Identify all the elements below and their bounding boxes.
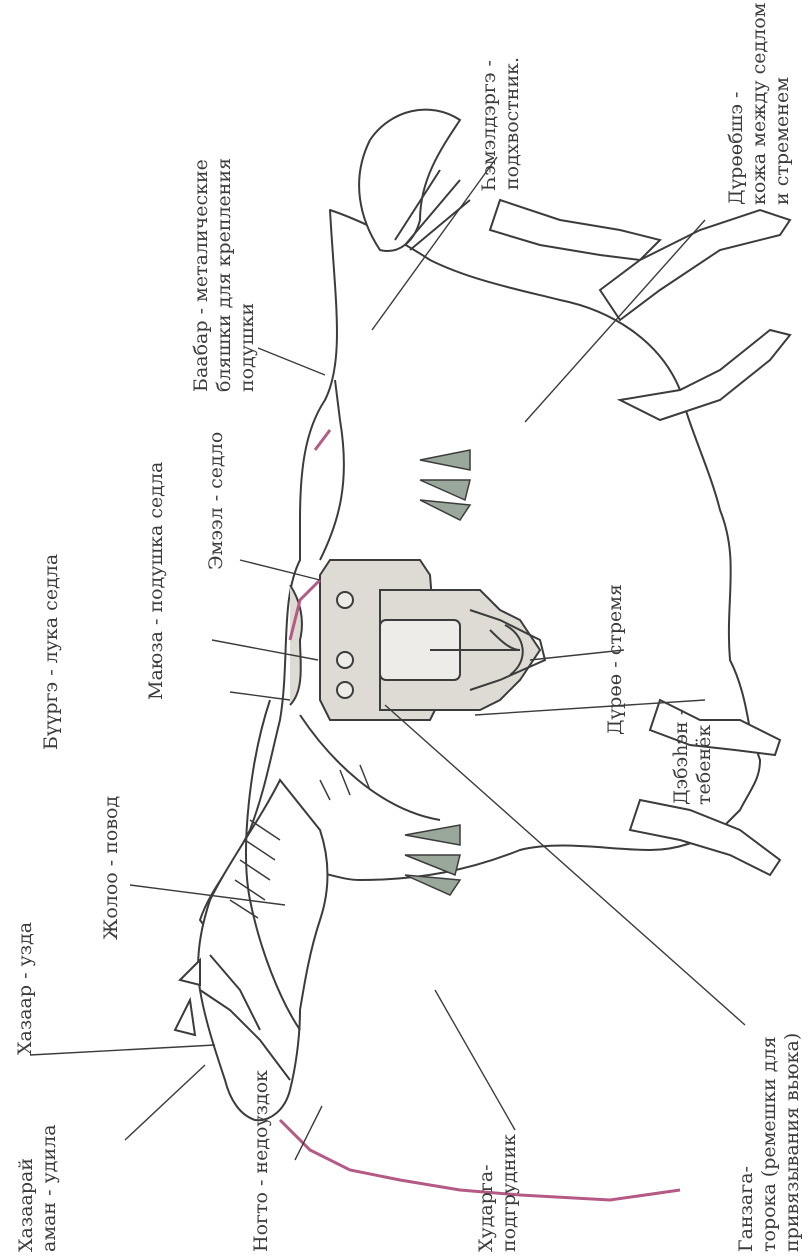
label-kozha: Дүрөөбшэ - кожа между седлом и стременем xyxy=(725,3,794,205)
label-udila: Хазаарай аман - удила xyxy=(15,1124,61,1252)
label-nedouzdok: Ногто - недоуздок xyxy=(250,1070,273,1252)
label-luka: Бүүргэ - лука седла xyxy=(40,554,63,750)
label-podushka: Маюза - подушка седла xyxy=(145,462,168,700)
label-stremya: Дүрөө - стремя xyxy=(604,584,627,735)
horse-tail xyxy=(359,110,470,251)
label-blyashki: Баабар - металические бляшки для креплен… xyxy=(190,158,259,392)
label-uzda: Хазаар - узда xyxy=(14,922,37,1055)
label-tebenek: Дэбэһэн - тебенёк xyxy=(670,709,716,805)
label-toroka: Ганзага- торока (ремешки для привязывани… xyxy=(735,1033,804,1252)
label-podhvostnik: Һэмэлдэргэ - подхвостник. xyxy=(478,57,524,190)
label-povod: Жолоо - повод xyxy=(100,796,123,940)
label-podgrudnik: Хударга- подгрудник xyxy=(475,1134,521,1252)
label-sedlo: Эмээл - седло xyxy=(205,432,228,570)
